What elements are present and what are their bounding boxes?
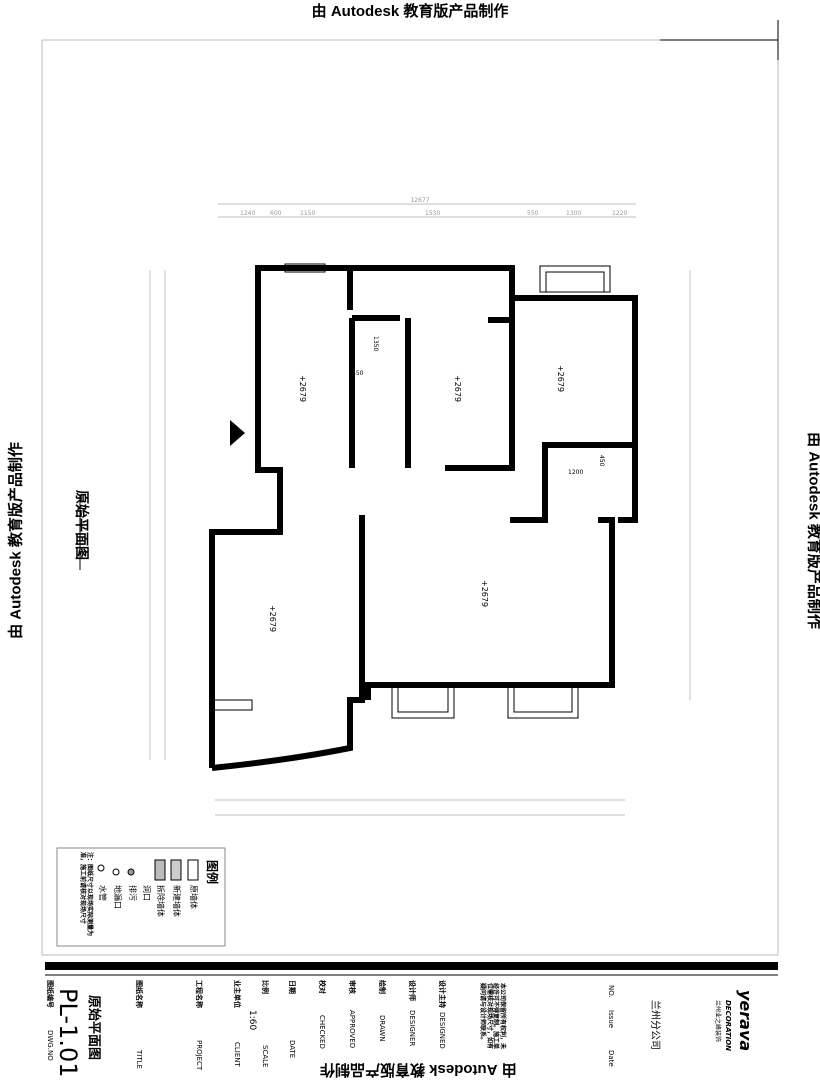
dim: 450 (598, 455, 605, 467)
drawing-title: 原始平面图 (86, 995, 101, 1061)
elevation-label: +2679 (480, 580, 489, 607)
field-label: PROJECT (195, 1040, 203, 1071)
floor-drain-icon (112, 868, 120, 876)
legend-item: 排污 (128, 885, 137, 901)
elevation-label: +2679 (556, 365, 565, 392)
field-label: 工程名称 (195, 980, 203, 1008)
walls (209, 265, 638, 771)
sewage-icon (127, 868, 135, 876)
dim: 1220 (612, 210, 627, 217)
dim: 1530 (425, 210, 440, 217)
sheet-border (41, 39, 779, 956)
dim: 550 (527, 210, 539, 217)
field-label: 图纸名称 (135, 980, 143, 1008)
revision-header: NO. (607, 985, 615, 998)
brand-sub: DECORATION (724, 1000, 732, 1052)
field-label: TITLE (135, 1050, 143, 1069)
dimension-lines-side (149, 270, 691, 816)
field-label: DATE (288, 1040, 296, 1059)
legend-title: 图例 (205, 860, 219, 885)
field-label: DRAWN (378, 1015, 386, 1042)
field-label: CLIENT (233, 1042, 241, 1067)
field-label: SCALE (261, 1045, 269, 1068)
legend-swatch-original-wall (187, 859, 199, 881)
dim-total: 12677 (410, 197, 429, 204)
field-label: 图纸编号 (46, 980, 54, 1008)
dim: 1240 (240, 210, 255, 217)
legend-item: 地漏口 (113, 885, 122, 909)
elevation-label: +2679 (453, 375, 462, 402)
field-label: 比例 (261, 980, 269, 994)
field-label: DESIGNED (438, 1012, 446, 1049)
field-label: APPROVED (348, 1010, 356, 1049)
field-label: DESIGNER (408, 1010, 416, 1047)
legend-item: 水管 (98, 885, 107, 901)
dim: 1300 (566, 210, 581, 217)
dimension-lines-top (218, 203, 636, 218)
company-name: 兰州分公司 (649, 1000, 660, 1050)
field-label: 设计师 (408, 980, 416, 1001)
dim: 1150 (300, 210, 315, 217)
entrance-arrow-icon (230, 420, 245, 446)
elevation-label: +2679 (298, 375, 307, 402)
dim: 450 (352, 370, 364, 377)
legend-item: 新建墙体 (172, 885, 181, 917)
legend-item: 拆除墙体 (156, 885, 165, 917)
notes: 本公司保留所有权利，未经许可不得复制。施工单位需核对现场尺寸，如有疑问请与设计师… (479, 983, 506, 1050)
legend-swatch-new-wall (170, 859, 182, 881)
water-pipe-icon (97, 864, 105, 872)
watermark-top: 由 Autodesk 教育版产品制作 (311, 3, 509, 20)
elevation-label: +2679 (268, 605, 277, 632)
dim: 1200 (568, 469, 583, 476)
field-label: 业主单位 (233, 980, 241, 1008)
legend-box (56, 847, 226, 947)
field-label: 日期 (288, 980, 296, 994)
title-block-bar (45, 962, 778, 970)
legend-item: 洞口 (142, 885, 151, 901)
revision-header: Date (607, 1050, 615, 1067)
revision-header: Issue (607, 1010, 615, 1029)
field-label: 绘制 (378, 980, 386, 994)
legend-item: 原墙体 (189, 885, 198, 909)
field-label: CHECKED (318, 1015, 326, 1049)
legend-swatch-demolish-wall (154, 859, 166, 881)
dim: 1350 (372, 336, 379, 351)
field-label: 设计主持 (438, 980, 446, 1008)
dim: 600 (270, 210, 282, 217)
field-label: 审核 (348, 980, 356, 994)
brand-logo: yerava (736, 990, 755, 1052)
scale-value: 1:60 (247, 1010, 257, 1031)
brand-cn: 兰州业之峰装饰 (714, 1000, 721, 1043)
field-label: DWG.NO (46, 1030, 54, 1061)
drawing-number: PL-1.01 (54, 988, 82, 1078)
legend-note: 注：图纸尺寸以现场实际测量为准，施工前请核对现场尺寸 (79, 852, 93, 937)
plan-title: 原始平面图 (73, 490, 89, 560)
windows (211, 263, 611, 719)
field-label: 校对 (318, 980, 326, 994)
